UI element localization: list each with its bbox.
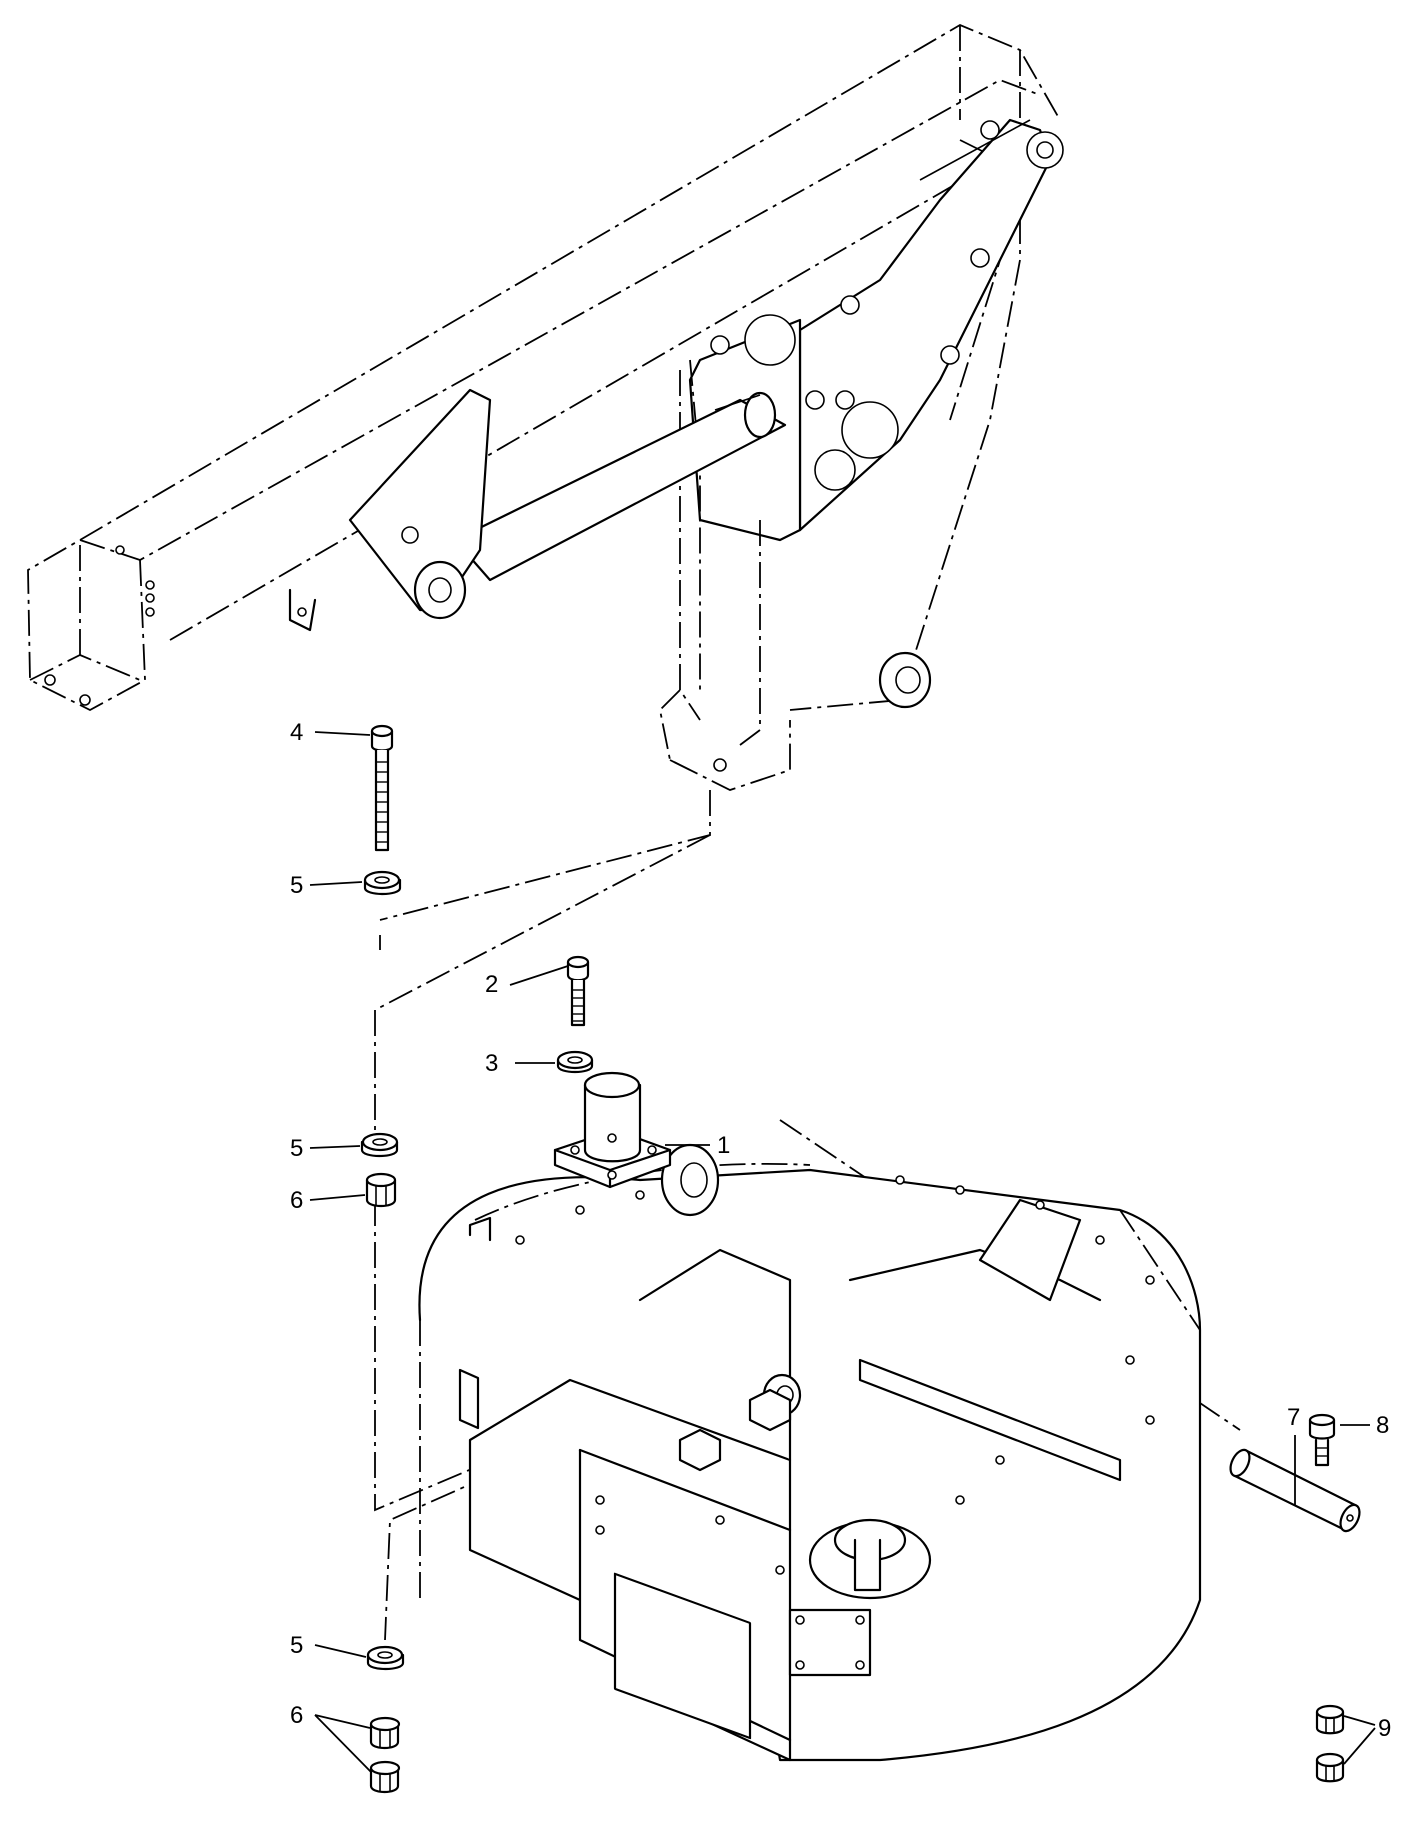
part-6-nut-lower-a	[369, 1716, 401, 1750]
callout-8: 8	[1376, 1412, 1389, 1439]
callout-5-upper: 5	[290, 872, 303, 899]
callout-2: 2	[485, 971, 498, 998]
part-4-long-bolt	[370, 724, 394, 852]
part-8-bolt	[1308, 1413, 1336, 1467]
callout-6-lower: 6	[290, 1702, 303, 1729]
callout-3: 3	[485, 1050, 498, 1077]
callout-6-upper: 6	[290, 1187, 303, 1214]
part-9-nut-b	[1315, 1752, 1345, 1783]
part-6-nut-upper	[365, 1172, 397, 1208]
turntable-frame	[418, 1143, 1202, 1762]
callout-9: 9	[1378, 1715, 1391, 1742]
part-3-washer	[556, 1050, 594, 1074]
callout-1: 1	[717, 1132, 730, 1159]
part-9-nut-a	[1315, 1704, 1345, 1735]
part-6-nut-lower-b	[369, 1760, 401, 1794]
callouts: 1 2 3 4 5 5 6 5 6 7 8 9	[290, 719, 1391, 1742]
callout-5-middle: 5	[290, 1135, 303, 1162]
part-5-washer-lower	[366, 1645, 405, 1671]
part-5-washer-upper	[363, 870, 402, 896]
callout-7: 7	[1287, 1404, 1300, 1431]
leader-lines	[309, 731, 1376, 1773]
callout-5-lower: 5	[290, 1632, 303, 1659]
part-2-bolt	[566, 955, 590, 1027]
part-5-washer-middle	[360, 1132, 399, 1158]
part-1-damper	[553, 1071, 672, 1189]
callout-4: 4	[290, 719, 303, 746]
boom-swing-frame	[27, 23, 1064, 791]
